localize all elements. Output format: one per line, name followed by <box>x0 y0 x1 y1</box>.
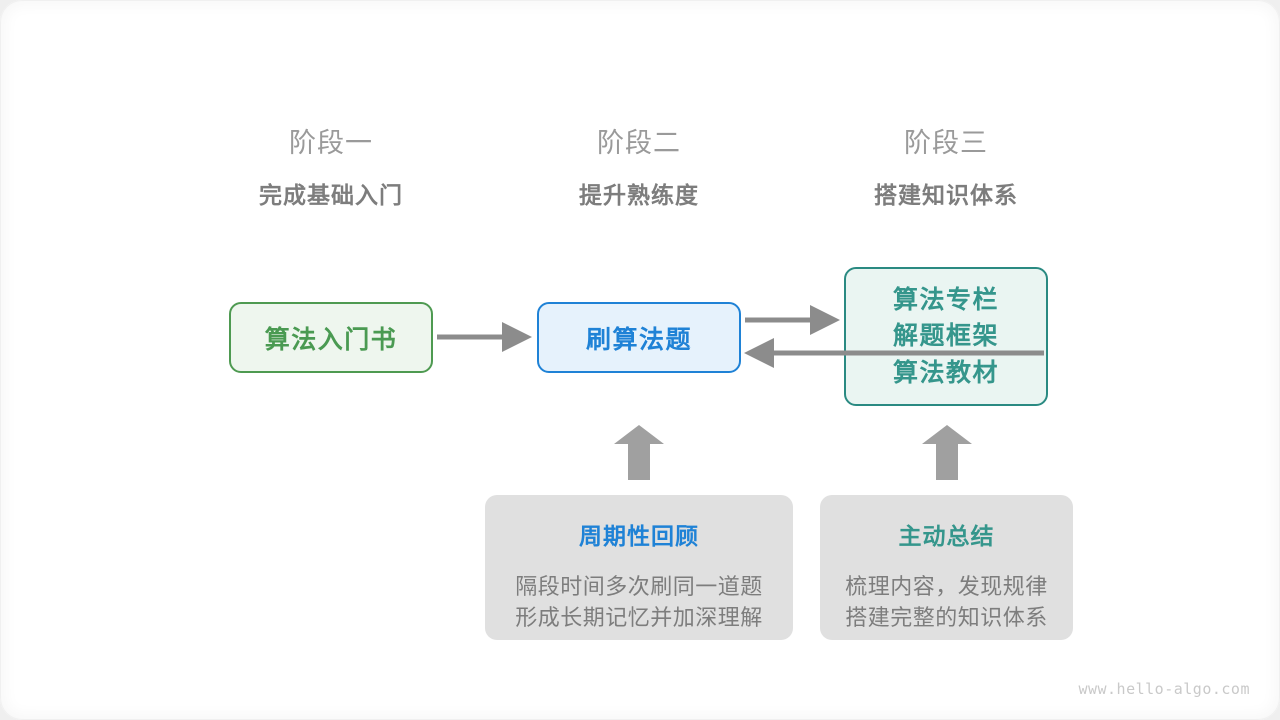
stage-header-1: 阶段一 完成基础入门 <box>201 128 461 210</box>
node-knowledge-line-1: 算法专栏 <box>892 285 999 314</box>
arrow-summary-to-knowledge <box>922 425 972 480</box>
stage-subtitle-1: 完成基础入门 <box>259 182 403 209</box>
stage-title-1: 阶段一 <box>289 128 373 158</box>
arrow-review-to-practice <box>614 425 664 480</box>
note-periodic-review-body: 隔段时间多次刷同一道题 形成长期记忆并加深理解 <box>515 571 763 633</box>
note-active-summary[interactable]: 主动总结 梳理内容，发现规律 搭建完整的知识体系 <box>820 495 1073 640</box>
node-practice-problems[interactable]: 刷算法题 <box>537 302 741 373</box>
stage-subtitle-3: 搭建知识体系 <box>874 182 1018 209</box>
note-periodic-review-title: 周期性回顾 <box>579 523 699 549</box>
node-knowledge-line-2: 解题框架 <box>892 322 999 351</box>
note-active-summary-body: 梳理内容，发现规律 搭建完整的知识体系 <box>845 571 1048 633</box>
note-active-summary-title: 主动总结 <box>898 523 995 549</box>
node-knowledge-resources[interactable]: 算法专栏 解题框架 算法教材 <box>844 267 1048 406</box>
note-active-summary-body-line-2: 搭建完整的知识体系 <box>845 605 1048 631</box>
stage-header-3: 阶段三 搭建知识体系 <box>816 128 1076 210</box>
stage-title-2: 阶段二 <box>597 128 681 158</box>
stage-title-3: 阶段三 <box>904 128 988 158</box>
node-intro-book[interactable]: 算法入门书 <box>229 302 433 373</box>
note-periodic-review-body-line-1: 隔段时间多次刷同一道题 <box>515 574 763 599</box>
note-active-summary-body-line-1: 梳理内容，发现规律 <box>845 574 1048 599</box>
note-periodic-review-body-line-2: 形成长期记忆并加深理解 <box>515 605 763 631</box>
note-periodic-review[interactable]: 周期性回顾 隔段时间多次刷同一道题 形成长期记忆并加深理解 <box>485 495 793 640</box>
stage-header-2: 阶段二 提升熟练度 <box>509 128 769 210</box>
node-practice-problems-label: 刷算法题 <box>585 325 692 354</box>
stage-subtitle-2: 提升熟练度 <box>579 182 699 209</box>
node-knowledge-line-3: 算法教材 <box>892 358 999 387</box>
watermark: www.hello-algo.com <box>1078 680 1250 698</box>
node-intro-book-label: 算法入门书 <box>264 325 398 354</box>
